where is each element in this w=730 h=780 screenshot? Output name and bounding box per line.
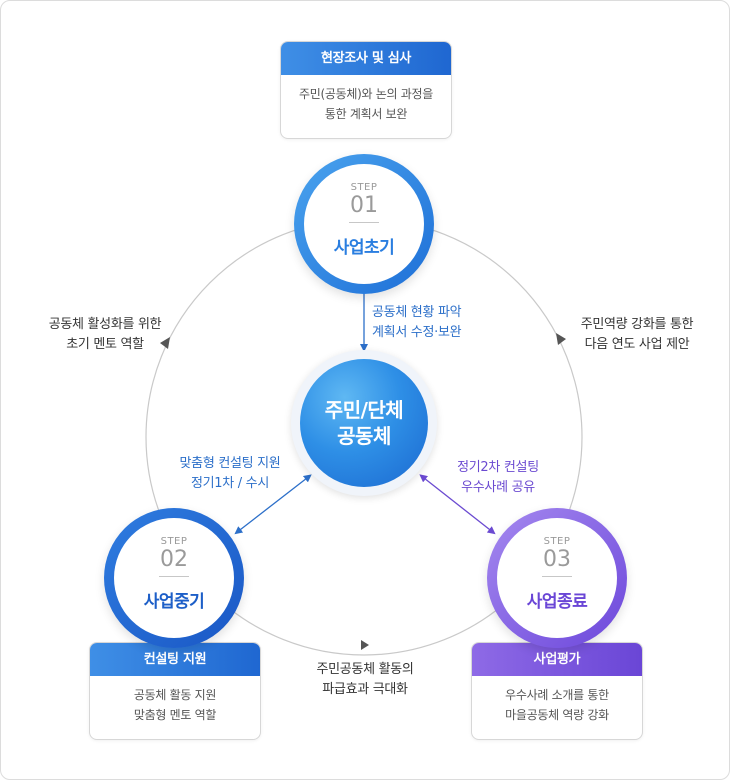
label-outer-bottom-line1: 주민공동체 활동의 [316, 662, 414, 677]
step-01-number: 01 [350, 193, 378, 218]
arrow-center-left [234, 474, 312, 535]
step-02-name: 사업중기 [143, 592, 205, 612]
box-site-survey: 현장조사 및 심사 주민(공동체)와 논의 과정을 통한 계획서 보완 [280, 41, 452, 139]
box-consulting-line1: 공동체 활동 지원 [133, 688, 217, 702]
label-inner-top-line2: 계획서 수정·보완 [372, 325, 462, 340]
label-outer-bottom: 주민공동체 활동의 파급효과 극대화 [290, 660, 440, 700]
center-line1: 주민/단체 [324, 398, 404, 422]
step-02-number: 02 [160, 547, 188, 572]
label-outer-right-line2: 다음 연도 사업 제안 [584, 337, 690, 352]
box-evaluation-line1: 우수사례 소개를 통한 [505, 688, 609, 702]
arrow-center-right [419, 474, 496, 535]
label-outer-bottom-line2: 파급효과 극대화 [322, 682, 408, 697]
label-inner-right-line1: 정기2차 컨설팅 [457, 460, 539, 475]
step-01-circle: STEP 01 사업초기 [294, 154, 434, 294]
box-consulting: 컨설팅 지원 공동체 활동 지원 맞춤형 멘토 역할 [89, 642, 261, 740]
label-outer-left-line2: 초기 멘토 역할 [66, 337, 144, 352]
box-site-survey-line1: 주민(공동체)와 논의 과정을 [299, 87, 433, 101]
cycle-arrow-bottom-icon [361, 640, 369, 650]
step-01-label: STEP [350, 182, 378, 193]
label-outer-right-line1: 주민역량 강화를 통한 [580, 317, 694, 332]
box-site-survey-title: 현장조사 및 심사 [281, 42, 451, 75]
box-evaluation: 사업평가 우수사례 소개를 통한 마을공동체 역량 강화 [471, 642, 643, 740]
center-community: 주민/단체 공동체 [300, 359, 428, 487]
label-inner-left: 맞춤형 컨설팅 지원 정기1차 / 수시 [165, 454, 295, 494]
label-inner-right-line2: 우수사례 공유 [461, 480, 535, 495]
center-line2: 공동체 [337, 424, 391, 448]
box-consulting-title: 컨설팅 지원 [90, 643, 260, 676]
label-outer-left-line1: 공동체 활성화를 위한 [48, 317, 162, 332]
box-consulting-line2: 맞춤형 멘토 역할 [133, 708, 217, 722]
box-evaluation-title: 사업평가 [472, 643, 642, 676]
step-03-circle: STEP 03 사업종료 [487, 508, 627, 648]
label-inner-top: 공동체 현황 파악 계획서 수정·보완 [366, 303, 492, 343]
label-inner-left-line2: 정기1차 / 수시 [190, 476, 270, 491]
box-site-survey-line2: 통한 계획서 보완 [324, 107, 408, 121]
step-02-circle: STEP 02 사업중기 [104, 508, 244, 648]
step-03-name: 사업종료 [526, 592, 588, 612]
label-inner-top-line1: 공동체 현황 파악 [372, 305, 462, 320]
step-03-label: STEP [543, 536, 571, 547]
cycle-arrow-left-icon [160, 337, 170, 349]
label-inner-right: 정기2차 컨설팅 우수사례 공유 [438, 458, 558, 498]
step-01-name: 사업초기 [333, 238, 395, 258]
step-02-label: STEP [160, 536, 188, 547]
cycle-arrow-right-icon [556, 333, 566, 345]
box-evaluation-line2: 마을공동체 역량 강화 [505, 708, 609, 722]
label-outer-right: 주민역량 강화를 통한 다음 연도 사업 제안 [562, 315, 712, 355]
label-inner-left-line1: 맞춤형 컨설팅 지원 [179, 456, 281, 471]
step-03-number: 03 [543, 547, 571, 572]
label-outer-left: 공동체 활성화를 위한 초기 멘토 역할 [30, 315, 180, 355]
